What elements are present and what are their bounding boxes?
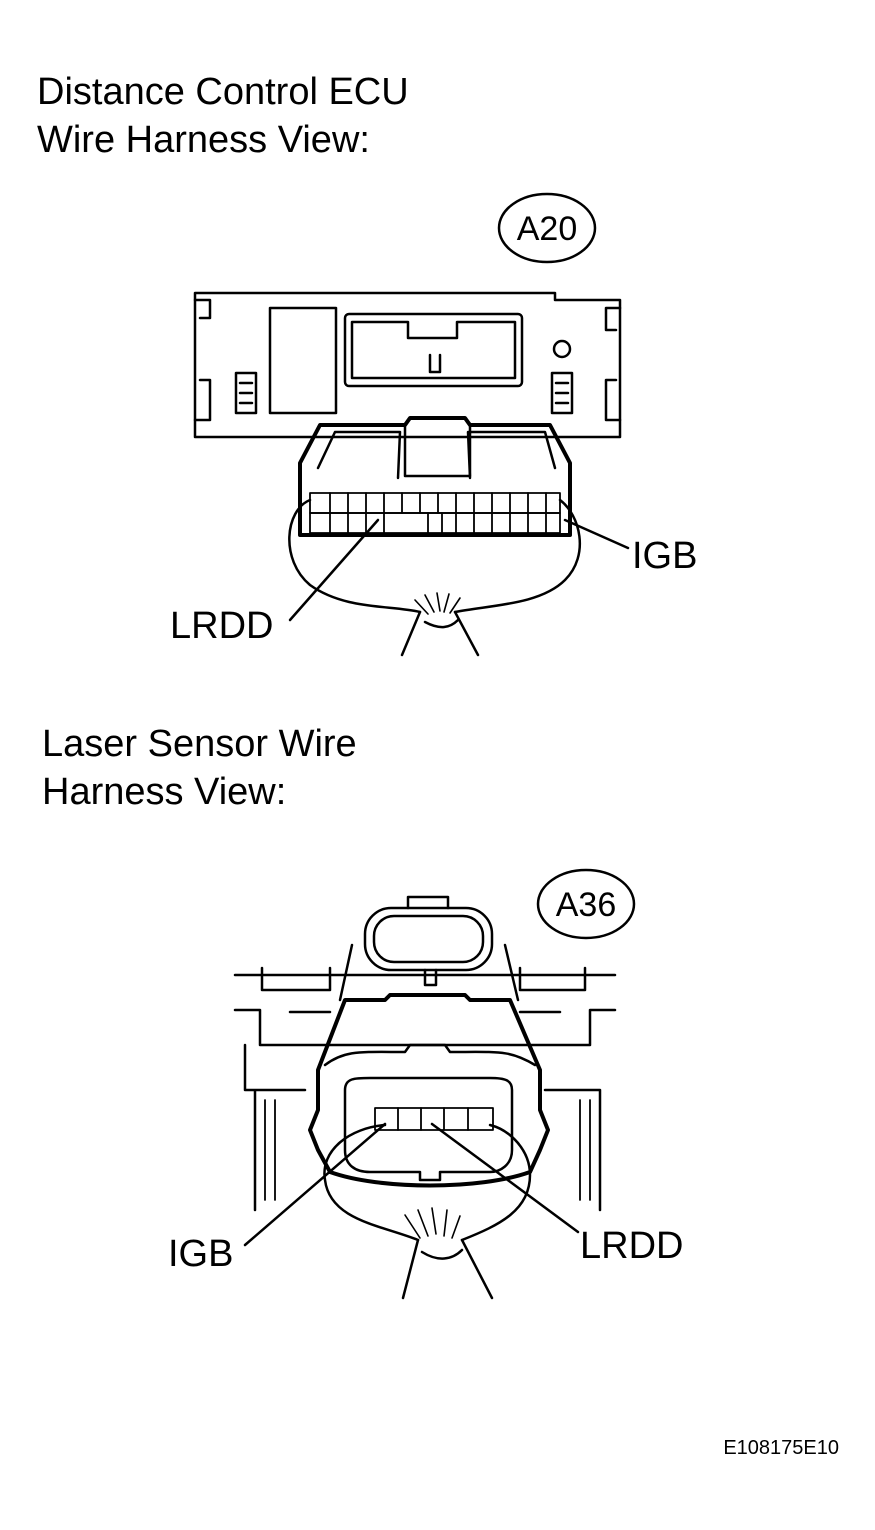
ecu-latch-right-ribs — [554, 381, 570, 405]
laser-plug-face — [343, 1076, 514, 1182]
ecu-harness-wrap — [288, 498, 581, 614]
ecu-harness-strands — [414, 592, 461, 615]
laser-connector-id: A36 — [556, 886, 617, 924]
ecu-lrdd-leader — [288, 518, 380, 622]
ecu-socket-inner — [350, 320, 517, 380]
laser-lrdd-label: LRDD — [580, 1225, 683, 1267]
laser-harness-strands — [404, 1207, 461, 1239]
ecu-label-plate — [268, 306, 338, 415]
ecu-connector-id-bubble — [497, 192, 597, 264]
ecu-latch-right — [550, 371, 574, 415]
ecu-connector-figure: A20 IGB LRDD — [170, 192, 697, 657]
ecu-housing-mount-left — [193, 298, 212, 422]
ecu-housing — [193, 291, 622, 439]
ecu-lrdd-label: LRDD — [170, 605, 273, 647]
laser-sensor-receptacle — [363, 906, 494, 972]
ecu-latch-left-ribs — [238, 381, 254, 405]
ecu-heading-line2: Wire Harness View: — [37, 119, 370, 161]
ecu-heading-line1: Distance Control ECU — [37, 71, 409, 113]
ecu-connector-id: A20 — [517, 210, 578, 248]
laser-view-heading: Laser Sensor Wire Harness View: — [42, 720, 357, 816]
ecu-housing-mount-right — [604, 306, 622, 422]
ecu-plug-latch — [403, 423, 472, 478]
laser-connector-id-bubble — [536, 868, 636, 940]
laser-connector-figure: A36 IGB LRDD — [168, 868, 683, 1300]
laser-sensor-receptacle-sides — [338, 943, 520, 1002]
laser-sensor-receptacle-tab — [406, 895, 450, 987]
laser-harness-bundle — [401, 1238, 494, 1300]
ecu-screw-hole — [552, 339, 572, 359]
ecu-socket-key — [428, 353, 442, 374]
ecu-igb-leader — [563, 518, 630, 550]
laser-harness-wrap — [323, 1123, 532, 1242]
ecu-latch-left — [234, 371, 258, 415]
ecu-igb-label: IGB — [632, 535, 697, 577]
laser-lrdd-leader — [430, 1122, 580, 1234]
ecu-harness-bundle — [400, 610, 480, 657]
laser-sensor-ribs — [264, 1099, 591, 1201]
laser-heading-line1: Laser Sensor Wire — [42, 723, 357, 765]
ecu-plug-cavities — [309, 492, 561, 534]
laser-sensor-brackets — [260, 966, 587, 1014]
ecu-socket — [343, 312, 524, 388]
figure-code: E108175E10 — [723, 1437, 839, 1459]
laser-plug-cavities — [374, 1107, 494, 1131]
ecu-plug-top-detail — [316, 430, 557, 480]
laser-igb-label: IGB — [168, 1233, 233, 1275]
laser-plug-shoulder — [323, 1043, 537, 1067]
laser-sensor-body — [233, 973, 617, 1212]
laser-sensor-receptacle-inner — [372, 914, 485, 964]
laser-heading-line2: Harness View: — [42, 771, 287, 813]
laser-igb-leader — [243, 1122, 387, 1247]
ecu-view-heading: Distance Control ECU Wire Harness View: — [37, 68, 409, 164]
